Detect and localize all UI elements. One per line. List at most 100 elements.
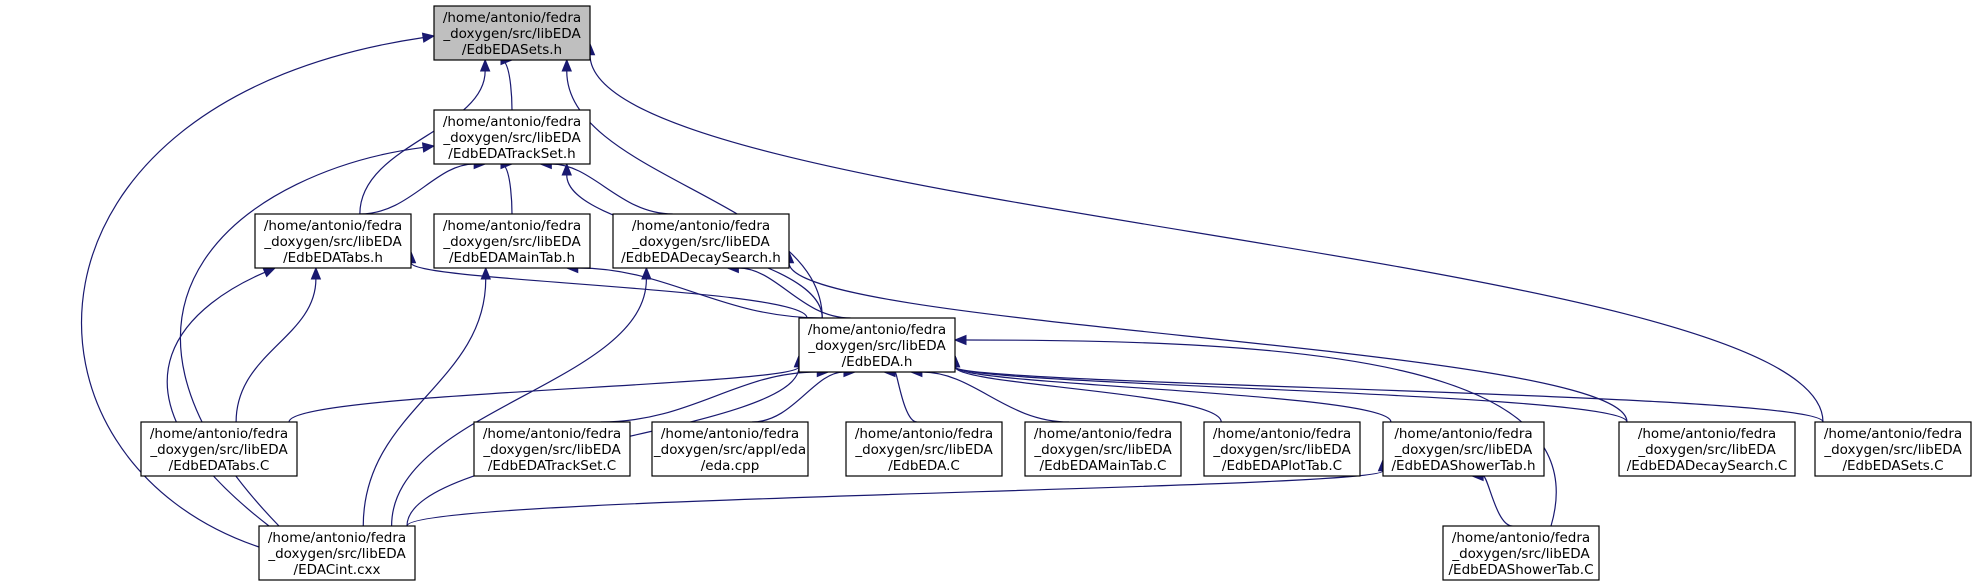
node-label-line: /home/antonio/fedra (443, 10, 581, 26)
node-decaysearch-c[interactable]: /home/antonio/fedra_doxygen/src/libEDA/E… (1618, 421, 1796, 477)
edge-edacint-cxx-to-sets-h (81, 32, 436, 548)
node-box (1382, 421, 1545, 477)
node-trackset-h[interactable]: /home/antonio/fedra_doxygen/src/libEDA/E… (433, 109, 591, 165)
edge-line (235, 278, 317, 423)
edge-line (738, 267, 851, 319)
node-label-line: /home/antonio/fedra (1452, 530, 1590, 546)
edge-edacint-cxx-to-maintab-h (362, 266, 491, 527)
node-label-line: _doxygen/src/libEDA (267, 546, 406, 562)
edge-trackset-h-to-sets-h (500, 54, 514, 111)
arrowhead (310, 266, 322, 280)
edge-edacint-cxx-to-decaysearch-h (391, 266, 652, 527)
node-box (433, 5, 591, 61)
edge-line (566, 70, 823, 319)
node-label-line: /home/antonio/fedra (443, 114, 581, 130)
node-eda-c[interactable]: /home/antonio/fedra_doxygen/src/libEDA/E… (845, 421, 1003, 477)
edge-line (359, 163, 475, 215)
node-showertab-c[interactable]: /home/antonio/fedra_doxygen/src/libEDA/E… (1442, 525, 1600, 581)
edge-line (359, 70, 486, 215)
edge-sets-c-to-eda-h (949, 354, 1824, 423)
node-label-line: /home/antonio/fedra (1034, 426, 1172, 442)
node-tabs-h[interactable]: /home/antonio/fedra_doxygen/src/libEDA/E… (254, 213, 412, 269)
node-edacint-cxx[interactable]: /home/antonio/fedra_doxygen/src/libEDA/E… (258, 525, 416, 581)
node-label-line: /EdbEDASets.C (1842, 458, 1943, 474)
node-decaysearch-h[interactable]: /home/antonio/fedra_doxygen/src/libEDA/E… (612, 213, 790, 269)
node-maintab-h[interactable]: /home/antonio/fedra_doxygen/src/libEDA/E… (433, 213, 591, 269)
node-box (473, 421, 631, 477)
edge-line (954, 366, 1392, 423)
arrowhead (561, 58, 572, 72)
node-maintab-c[interactable]: /home/antonio/fedra_doxygen/src/libEDA/E… (1024, 421, 1182, 477)
arrowhead (262, 267, 277, 278)
node-label-line: /EdbEDADecaySearch.h (621, 250, 781, 266)
node-label-line: _doxygen/src/libEDA (442, 26, 581, 42)
node-label-line: /EdbEDAShowerTab.C (1449, 562, 1594, 578)
node-eda-h[interactable]: /home/antonio/fedra_doxygen/src/libEDA/E… (798, 317, 956, 373)
edge-line (406, 470, 1384, 527)
node-box (433, 109, 591, 165)
node-box (612, 213, 790, 269)
node-sets-h: /home/antonio/fedra_doxygen/src/libEDA/E… (433, 5, 591, 61)
node-label-line: /EdbEDATabs.h (283, 250, 383, 266)
node-label-line: _doxygen/src/appl/eda (653, 442, 806, 458)
node-label-line: /home/antonio/fedra (1213, 426, 1351, 442)
node-label-line: _doxygen/src/libEDA (1394, 442, 1533, 458)
edge-line (788, 262, 1628, 423)
edge-line (500, 59, 513, 111)
edge-eda-h-to-sets-h (561, 58, 823, 319)
node-label-line: /EdbEDAMainTab.h (449, 250, 575, 266)
node-label-line: /EdbEDAPlotTab.C (1222, 458, 1342, 474)
node-sets-c[interactable]: /home/antonio/fedra_doxygen/src/libEDA/E… (1814, 421, 1972, 477)
node-label-line: /home/antonio/fedra (1638, 426, 1776, 442)
node-label-line: _doxygen/src/libEDA (1637, 442, 1776, 458)
node-label-line: /EdbEDAMainTab.C (1040, 458, 1167, 474)
node-label-line: /home/antonio/fedra (264, 218, 402, 234)
node-box (1442, 525, 1600, 581)
edge-line (410, 262, 808, 319)
edge-showertab-c-to-eda-h (953, 334, 1557, 527)
node-label-line: _doxygen/src/libEDA (1823, 442, 1962, 458)
node-eda-cpp[interactable]: /home/antonio/fedra_doxygen/src/appl/eda… (651, 421, 809, 477)
edge-line (600, 371, 818, 423)
node-trackset-c[interactable]: /home/antonio/fedra_doxygen/src/libEDA/E… (473, 421, 631, 477)
node-label-line: _doxygen/src/libEDA (631, 234, 770, 250)
node-label-line: /home/antonio/fedra (855, 426, 993, 442)
edge-line (1482, 475, 1513, 527)
edge-eda-c-to-eda-h (882, 366, 918, 423)
node-label-line: /EdbEDATrackSet.h (448, 146, 575, 162)
nodes-layer: /home/antonio/fedra_doxygen/src/libEDA/E… (140, 5, 1972, 581)
edge-showertab-h-to-eda-h (949, 354, 1392, 423)
node-label-line: _doxygen/src/libEDA (442, 234, 581, 250)
node-label-line: /home/antonio/fedra (661, 426, 799, 442)
node-label-line: /EdbEDASets.h (462, 42, 562, 58)
edge-trackset-c-to-eda-h (600, 366, 830, 423)
node-label-line: _doxygen/src/libEDA (807, 338, 946, 354)
node-tabs-c[interactable]: /home/antonio/fedra_doxygen/src/libEDA/E… (140, 421, 298, 477)
node-label-line: _doxygen/src/libEDA (1212, 442, 1351, 458)
node-box (651, 421, 809, 477)
node-label-line: _doxygen/src/libEDA (854, 442, 993, 458)
node-plottab-c[interactable]: /home/antonio/fedra_doxygen/src/libEDA/E… (1203, 421, 1361, 477)
edge-line (391, 278, 647, 527)
node-label-line: _doxygen/src/libEDA (442, 130, 581, 146)
edge-showertab-c-to-showertab-h (1470, 470, 1513, 527)
edge-line (166, 271, 270, 527)
node-label-line: /home/antonio/fedra (632, 218, 770, 234)
node-showertab-h[interactable]: /home/antonio/fedra_doxygen/src/libEDA/E… (1382, 421, 1545, 477)
edge-line (954, 366, 1628, 423)
edge-line (752, 371, 844, 423)
node-box (1814, 421, 1972, 477)
edge-tabs-h-to-trackset-h (359, 158, 487, 215)
edge-maintab-h-to-trackset-h (500, 158, 514, 215)
node-box (433, 213, 591, 269)
node-box (1618, 421, 1796, 477)
edge-line (954, 366, 1222, 423)
node-box (798, 317, 956, 373)
edge-decaysearch-c-to-eda-h (949, 354, 1628, 423)
node-label-line: /EdbEDATabs.C (169, 458, 270, 474)
node-box (140, 421, 298, 477)
node-label-line: /home/antonio/fedra (808, 322, 946, 338)
edge-line (921, 371, 1070, 423)
edge-eda-h-to-maintab-h (565, 262, 823, 319)
edge-eda-cpp-to-eda-h (752, 366, 857, 423)
